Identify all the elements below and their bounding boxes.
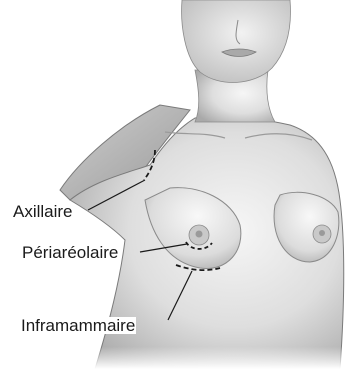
head xyxy=(182,0,291,83)
left-nipple xyxy=(196,231,203,238)
right-nipple xyxy=(319,230,325,236)
label-periareolar: Périaréolaire xyxy=(21,244,119,261)
label-axillary: Axillaire xyxy=(12,203,74,220)
label-inframammary: Inframammaire xyxy=(20,317,136,334)
